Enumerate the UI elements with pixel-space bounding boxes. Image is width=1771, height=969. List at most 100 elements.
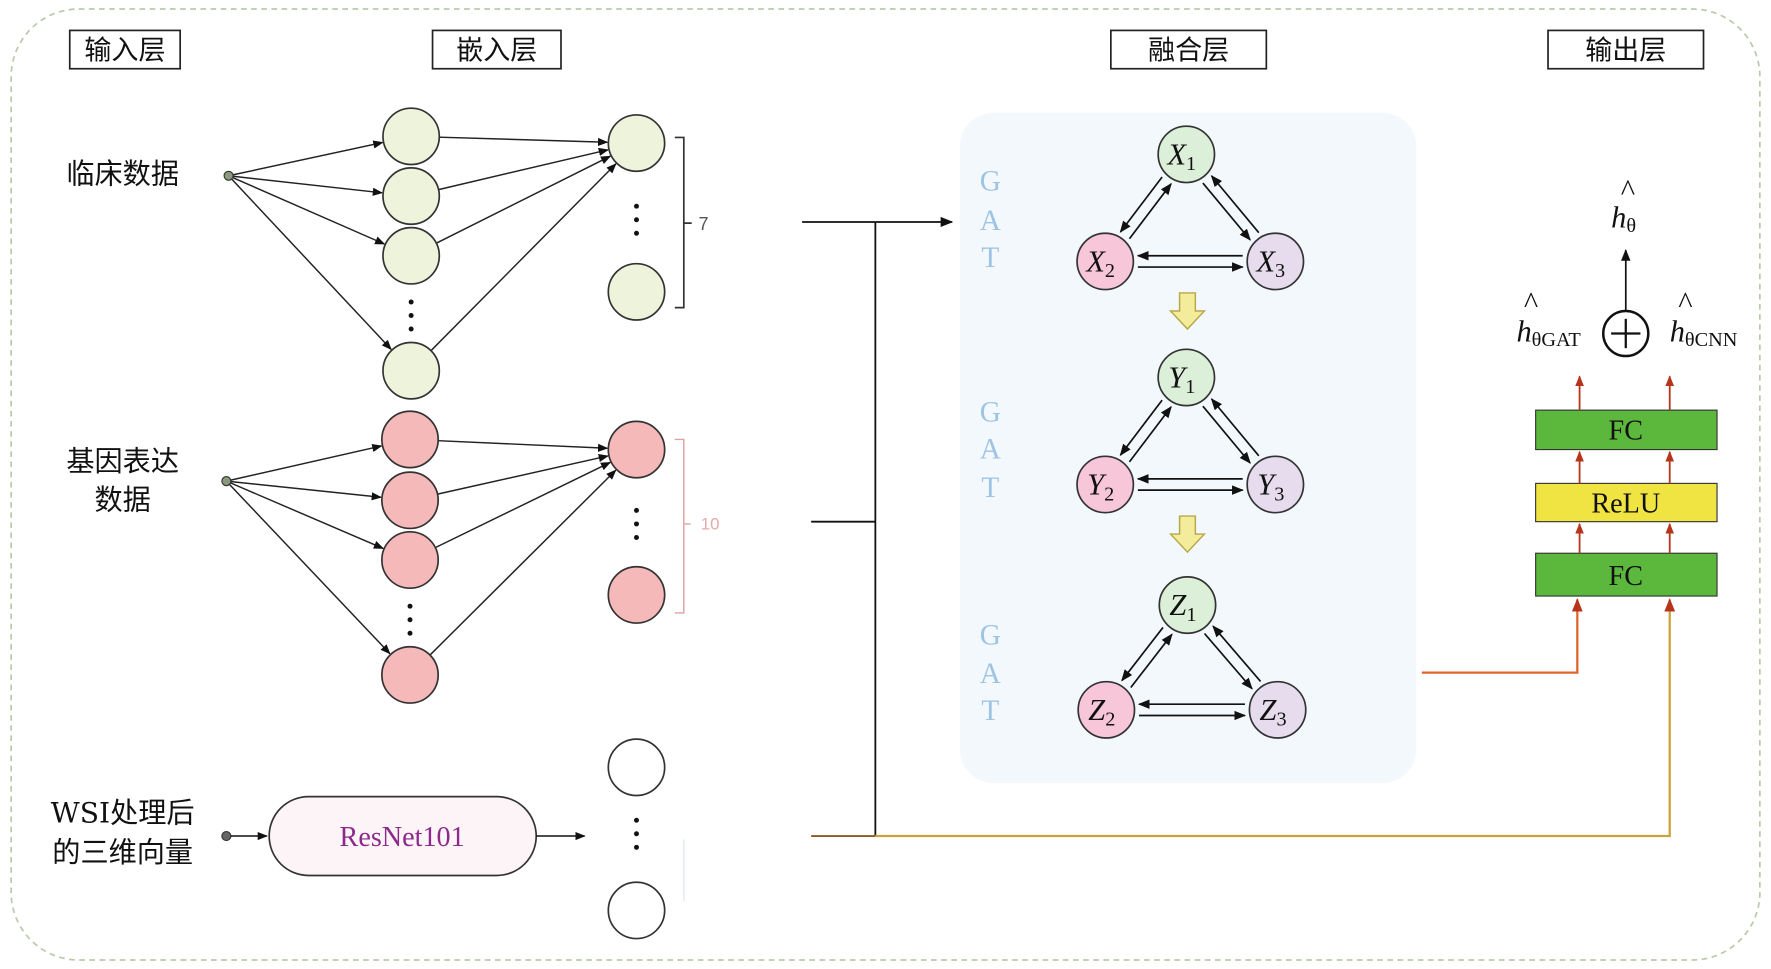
fc-top-block: FC — [1535, 409, 1718, 451]
down-arrow-icon — [1168, 292, 1207, 331]
graph-edge — [1119, 399, 1163, 456]
gat-letter: A — [980, 205, 1001, 237]
wsi-embedding-node — [607, 738, 666, 797]
gene-hidden-edge — [429, 469, 617, 656]
gene-network — [221, 410, 666, 704]
gene-input-edge — [225, 480, 391, 655]
gat-letter: A — [980, 658, 1001, 690]
graph-edge — [1212, 625, 1262, 682]
gene-hidden-ellipsis — [407, 630, 413, 636]
gene-hidden-ellipsis — [407, 603, 413, 609]
graph-edge — [1119, 176, 1163, 233]
gene-hidden-edge — [438, 439, 609, 452]
wsi-input-dot — [221, 830, 232, 842]
h-theta-label: ^ hθ — [1611, 174, 1636, 238]
svg-text:hθGAT: hθGAT — [1516, 314, 1581, 351]
cnn-output-path — [875, 598, 1676, 838]
svg-text:^: ^ — [1678, 286, 1693, 320]
wsi-embedding-ellipsis — [634, 831, 639, 837]
gene-hidden-node — [381, 645, 440, 704]
gene-embedding-ellipsis — [634, 521, 639, 527]
graph-node-label: Y3 — [1257, 468, 1284, 506]
header-input-layer: 输入层 — [68, 29, 182, 70]
graph-node — [1246, 455, 1305, 514]
clinical-embedding-node — [607, 262, 666, 321]
clinical-hidden-edge — [430, 163, 617, 352]
graph-node-label: Y1 — [1168, 361, 1195, 399]
graph-edge — [1210, 398, 1260, 457]
gene-hidden-edge — [437, 453, 609, 495]
input-label-clinical: 临床数据 — [66, 158, 179, 191]
input-label-wsi-2: 的三维向量 — [52, 836, 193, 869]
clinical-hidden-edge — [438, 147, 609, 191]
clinical-input-edge — [228, 140, 384, 177]
bracket-clinical — [674, 136, 692, 309]
outer-border — [10, 8, 1761, 961]
gat-letter: G — [980, 396, 1001, 428]
clinical-network — [223, 107, 666, 400]
graph-node — [1076, 455, 1135, 514]
gat-letter: T — [981, 242, 999, 274]
clinical-input-edge — [228, 175, 386, 245]
clinical-input-dot — [223, 170, 234, 181]
bracket-gene-count: 10 — [701, 515, 720, 534]
header-embedding-layer: 嵌入层 — [431, 29, 562, 70]
relu-block: ReLU — [1535, 482, 1718, 523]
inter-block-arrows — [1575, 375, 1675, 554]
graph-edge — [1210, 174, 1260, 234]
svg-text:^: ^ — [1523, 286, 1538, 320]
graph-node-label: X1 — [1165, 138, 1196, 176]
input-label-gene-2: 数据 — [95, 483, 151, 516]
graph-node — [1076, 232, 1135, 291]
gat-letter: G — [980, 165, 1001, 197]
gene-hidden-edge — [435, 461, 612, 549]
h-theta-cnn-label: ^ hθCNN — [1670, 286, 1738, 351]
fusion-connectors — [802, 216, 954, 837]
header-input-layer-label: 输入层 — [84, 36, 165, 67]
header-fusion-layer: 融合层 — [1110, 29, 1268, 70]
wsi-embedding-ellipsis — [634, 817, 639, 823]
graph-node-label: Z1 — [1169, 588, 1196, 626]
header-output-layer-label: 输出层 — [1585, 36, 1666, 67]
clinical-embedding-ellipsis — [634, 217, 639, 223]
graph-edge — [1128, 182, 1172, 240]
graph-node-label: Y2 — [1087, 468, 1114, 506]
graph-edge — [1128, 405, 1172, 463]
clinical-hidden-ellipsis — [408, 326, 414, 332]
graph-node-label: Z2 — [1088, 693, 1115, 731]
graph-node — [1077, 680, 1136, 739]
graph-edge — [1203, 632, 1253, 690]
graph-node — [1157, 125, 1216, 184]
fc-top-label: FC — [1609, 415, 1643, 446]
svg-text:hθCNN: hθCNN — [1670, 314, 1738, 351]
gene-hidden-ellipsis — [407, 617, 413, 623]
graph-edge — [1121, 626, 1164, 682]
down-arrow-icon — [1168, 515, 1207, 554]
gene-input-dot — [221, 476, 232, 487]
sum-operator-icon — [1601, 309, 1650, 358]
clinical-hidden-node — [382, 167, 441, 226]
gat-letter: T — [981, 472, 999, 504]
bracket-clinical-count: 7 — [698, 214, 708, 234]
clinical-embedding-ellipsis — [634, 203, 639, 209]
fc-bottom-label: FC — [1609, 561, 1643, 592]
gat-letter: A — [980, 434, 1001, 466]
clinical-hidden-node — [382, 226, 441, 285]
gene-input-edge — [226, 443, 383, 482]
gene-input-edge — [226, 480, 382, 501]
gat-output-path — [1421, 598, 1583, 674]
graph-node — [1246, 232, 1305, 291]
header-output-layer: 输出层 — [1547, 29, 1705, 70]
gat-letter: G — [980, 619, 1001, 651]
clinical-hidden-edge — [439, 136, 609, 147]
svg-text:hθ: hθ — [1611, 201, 1636, 238]
input-label-gene-1: 基因表达 — [66, 445, 179, 478]
clinical-input-edge — [228, 175, 384, 196]
gene-hidden-node — [381, 410, 440, 469]
graph-node — [1248, 680, 1307, 739]
